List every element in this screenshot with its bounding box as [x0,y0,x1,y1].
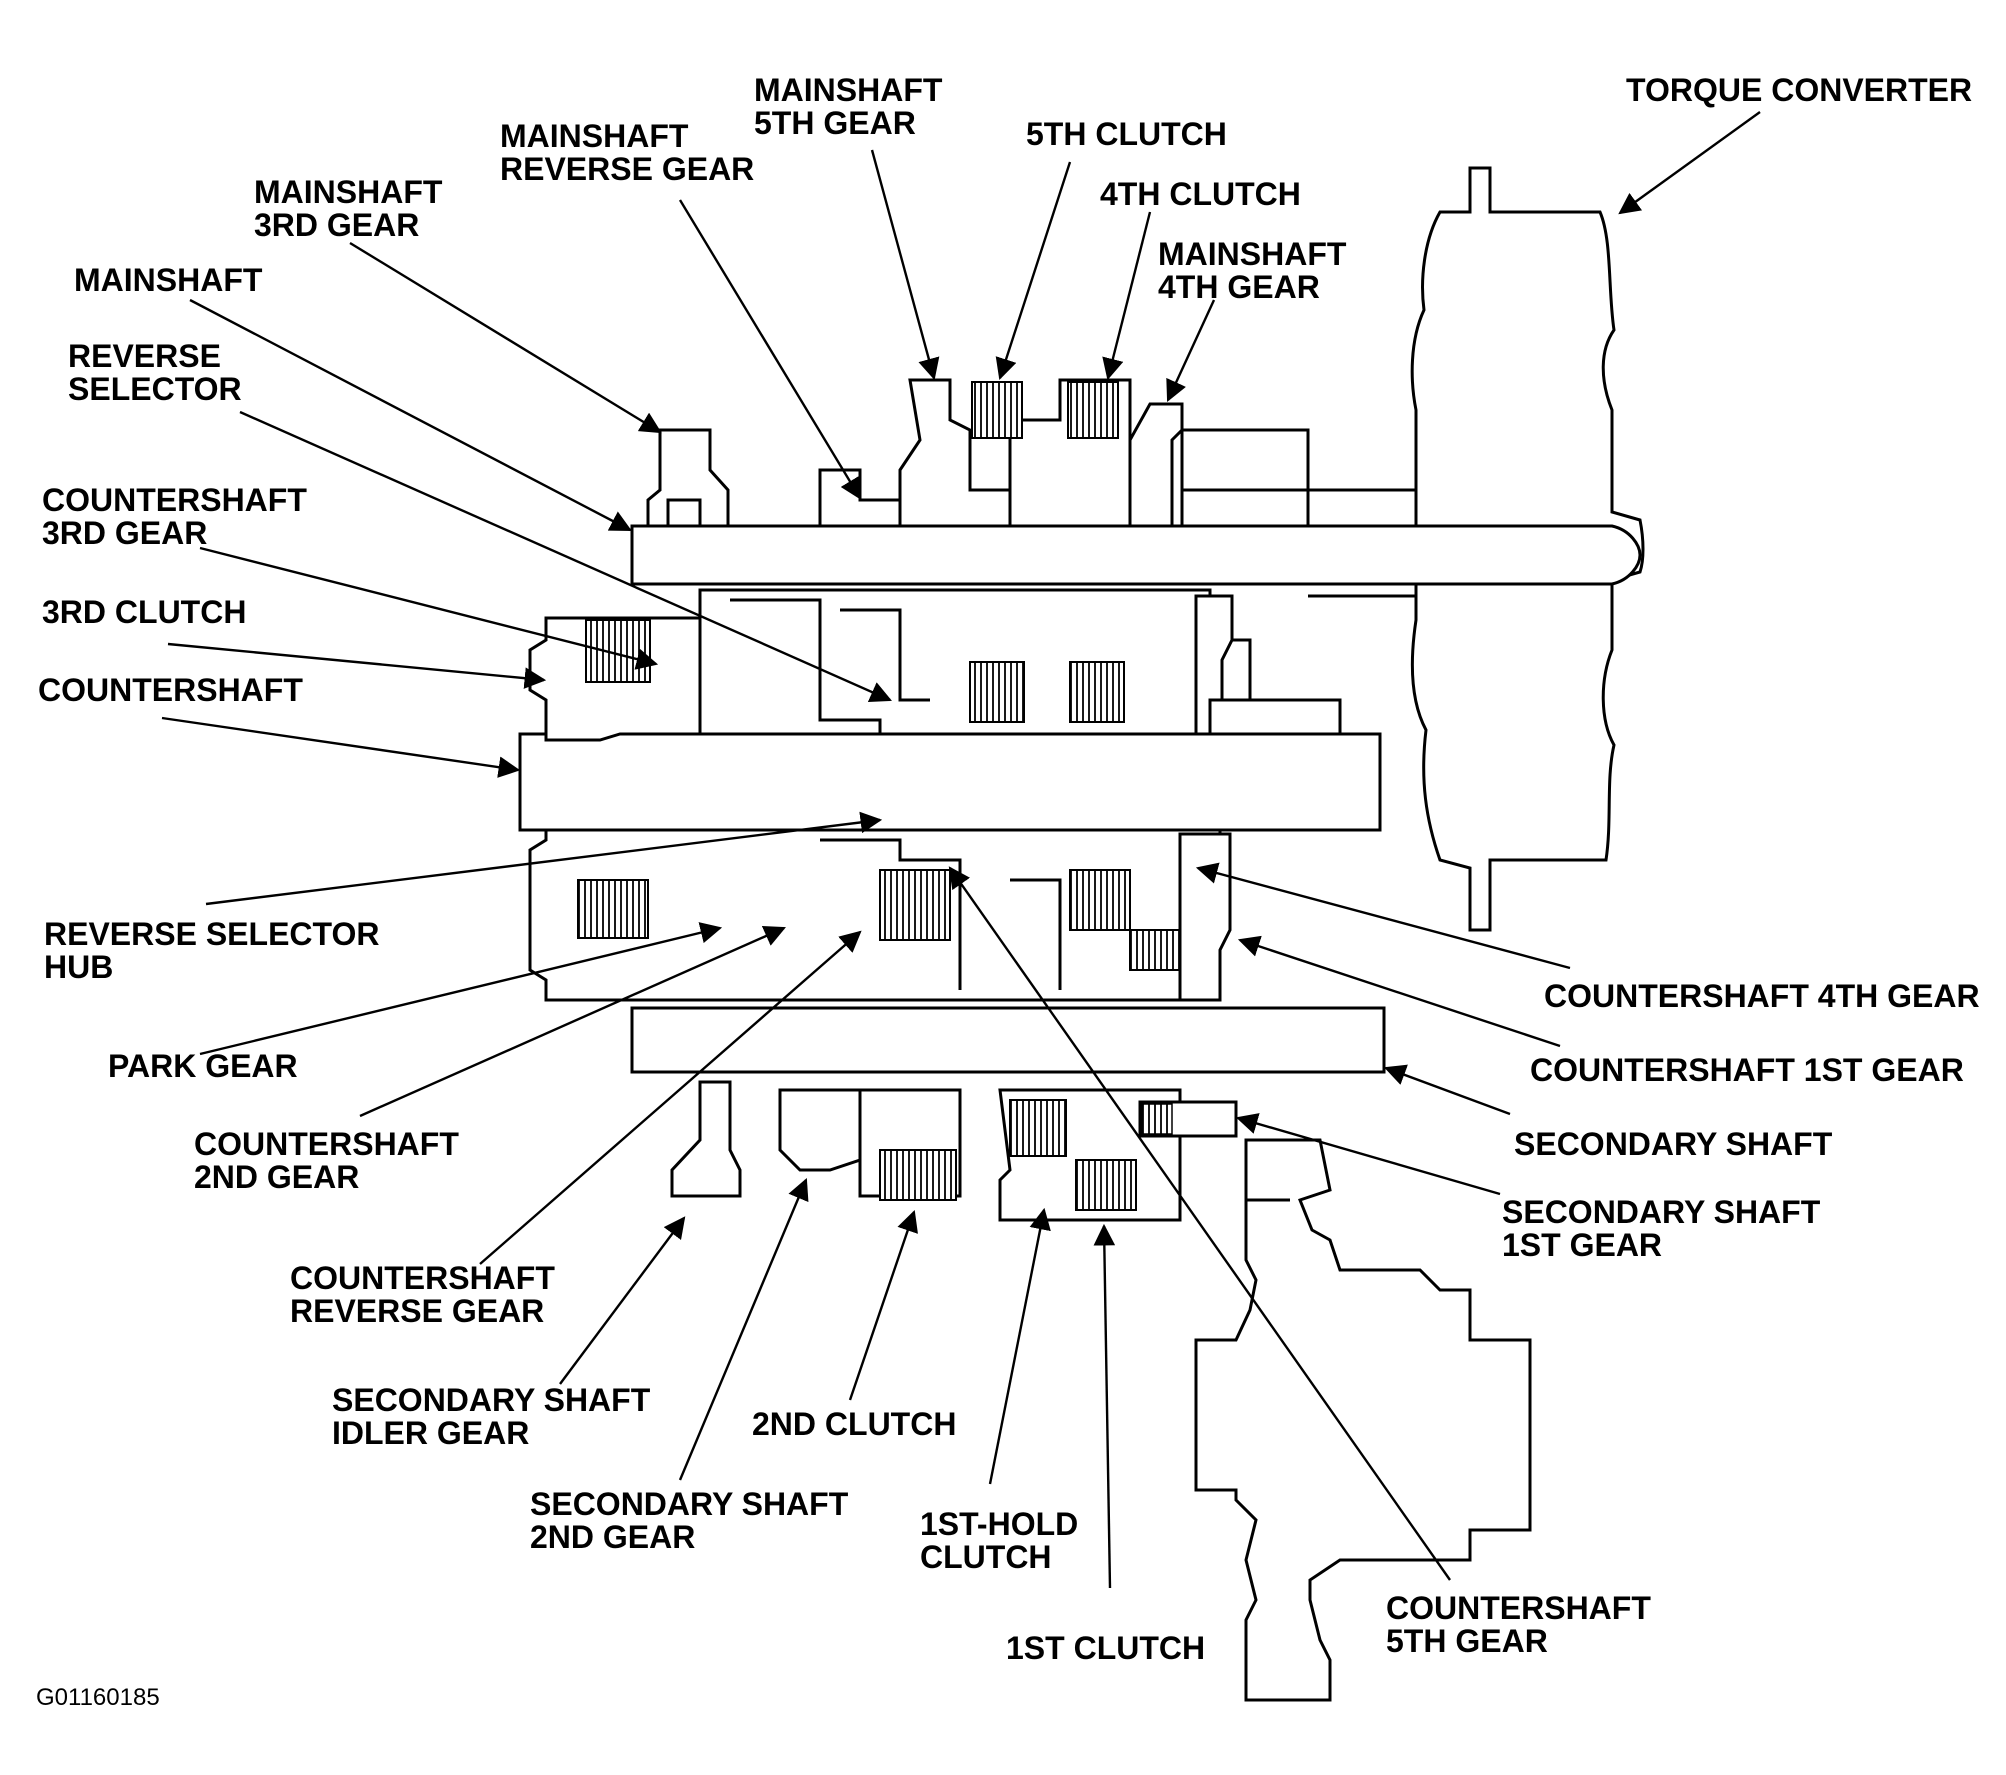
countershaft-lower-clutch-d [1129,929,1181,971]
countershaft-lower-clutch-b [879,869,951,941]
label-mainshaft: MAINSHAFT [74,262,263,298]
countershaft-5th-clutch-pack [1069,661,1125,723]
1st-clutch-pack [1075,1159,1137,1211]
leader-secondary-shaft-1st-gear [1235,1113,1501,1196]
leader-reverse-selector [239,410,892,702]
label-mainshaft-5th-gear: MAINSHAFT 5TH GEAR [754,72,943,141]
3rd-clutch-pack [585,619,651,683]
torque-converter-housing-gap [1180,428,1310,528]
label-1st-hold-clutch: 1ST-HOLD CLUTCH [920,1506,1079,1575]
leader-torque-converter [1618,111,1761,215]
leader-4th-clutch [1102,211,1152,381]
label-reverse-selector-hub: REVERSE SELECTOR HUB [44,916,380,985]
leader-park-gear [199,922,723,1056]
leader-mainshaft [189,298,632,532]
label-secondary-shaft-idler-gear: SECONDARY SHAFT IDLER GEAR [332,1382,651,1451]
1st-hold-clutch-pack [1009,1099,1067,1157]
secondary-shaft-2nd-gear-shape [778,1088,862,1172]
2nd-clutch-pack [879,1149,957,1201]
secondary-shaft-body [630,1006,1386,1074]
label-2nd-clutch: 2ND CLUTCH [752,1406,957,1442]
countershaft-hub-region [698,588,1212,736]
label-countershaft-1st-gear: COUNTERSHAFT 1ST GEAR [1530,1052,1964,1088]
differential-housing [1194,1138,1532,1702]
countershaft-lower-clutch-c [1069,869,1131,931]
label-countershaft-2nd-gear: COUNTERSHAFT 2ND GEAR [194,1126,459,1195]
leader-countershaft-5th-gear [948,866,1451,1581]
mainshaft-3rd-gear-shape [646,428,730,528]
label-reverse-selector: REVERSE SELECTOR [68,338,242,407]
label-countershaft-3rd-gear: COUNTERSHAFT 3RD GEAR [42,482,307,551]
5th-clutch-pack [971,381,1023,439]
label-5th-clutch: 5TH CLUTCH [1026,116,1227,152]
label-secondary-shaft-2nd-gear: SECONDARY SHAFT 2ND GEAR [530,1486,849,1555]
secondary-shaft-1st-gear-teeth [1141,1103,1173,1135]
label-mainshaft-3rd-gear: MAINSHAFT 3RD GEAR [254,174,443,243]
leader-countershaft-4th-gear [1195,862,1571,970]
leader-secondary-shaft-2nd-gear [678,1178,809,1481]
label-torque-converter: TORQUE CONVERTER [1626,72,1973,108]
secondary-shaft-idler-gear-shape [670,1080,742,1198]
countershaft-4th-gear-shape-top [1194,594,1234,736]
leader-countershaft-2nd-gear [359,926,786,1118]
countershaft-4th-clutch-pack [969,661,1025,723]
label-mainshaft-4th-gear: MAINSHAFT 4TH GEAR [1158,236,1347,305]
leader-countershaft-3rd-gear [199,546,659,670]
countershaft-lower-clutch-a [577,879,649,939]
countershaft-1st-gear-shape [1178,832,1232,1002]
figure-id: G01160185 [36,1684,160,1711]
label-mainshaft-reverse-gear: MAINSHAFT REVERSE GEAR [500,118,755,187]
label-countershaft-reverse-gear: COUNTERSHAFT REVERSE GEAR [290,1260,555,1329]
countershaft-body [518,732,1382,832]
leader-mainshaft-3rd-gear [349,241,662,434]
countershaft-extension [1208,698,1342,736]
leader-secondary-shaft-idler-gear [559,1216,686,1385]
leader-2nd-clutch [848,1209,918,1401]
label-1st-clutch: 1ST CLUTCH [1006,1630,1206,1666]
label-3rd-clutch: 3RD CLUTCH [42,594,247,630]
leader-mainshaft-5th-gear [870,149,940,381]
label-countershaft-4th-gear: COUNTERSHAFT 4TH GEAR [1544,978,1980,1014]
label-secondary-shaft: SECONDARY SHAFT [1514,1126,1833,1162]
leader-3rd-clutch [167,642,547,689]
leader-countershaft [161,716,521,778]
leader-5th-clutch [995,161,1072,381]
leader-secondary-shaft [1383,1064,1511,1116]
4th-clutch-pack [1067,381,1119,439]
mainshaft-4th-gear-shape [1128,402,1184,528]
leader-mainshaft-reverse-gear [678,199,862,500]
leader-countershaft-1st-gear [1237,935,1561,1048]
leader-1st-clutch [1093,1223,1116,1589]
label-countershaft: COUNTERSHAFT [38,672,303,708]
label-secondary-shaft-1st-gear: SECONDARY SHAFT 1ST GEAR [1502,1194,1821,1263]
leader-reverse-selector-hub [205,811,883,906]
leader-1st-hold-clutch [988,1207,1051,1485]
mainshaft-body [630,524,1642,586]
label-countershaft-5th-gear: COUNTERSHAFT 5TH GEAR [1386,1590,1651,1659]
label-park-gear: PARK GEAR [108,1048,298,1084]
leader-mainshaft-4th-gear [1166,299,1216,402]
leader-countershaft-reverse-gear [479,930,862,1265]
leader-lines [161,111,1761,1589]
label-4th-clutch: 4TH CLUTCH [1100,176,1301,212]
